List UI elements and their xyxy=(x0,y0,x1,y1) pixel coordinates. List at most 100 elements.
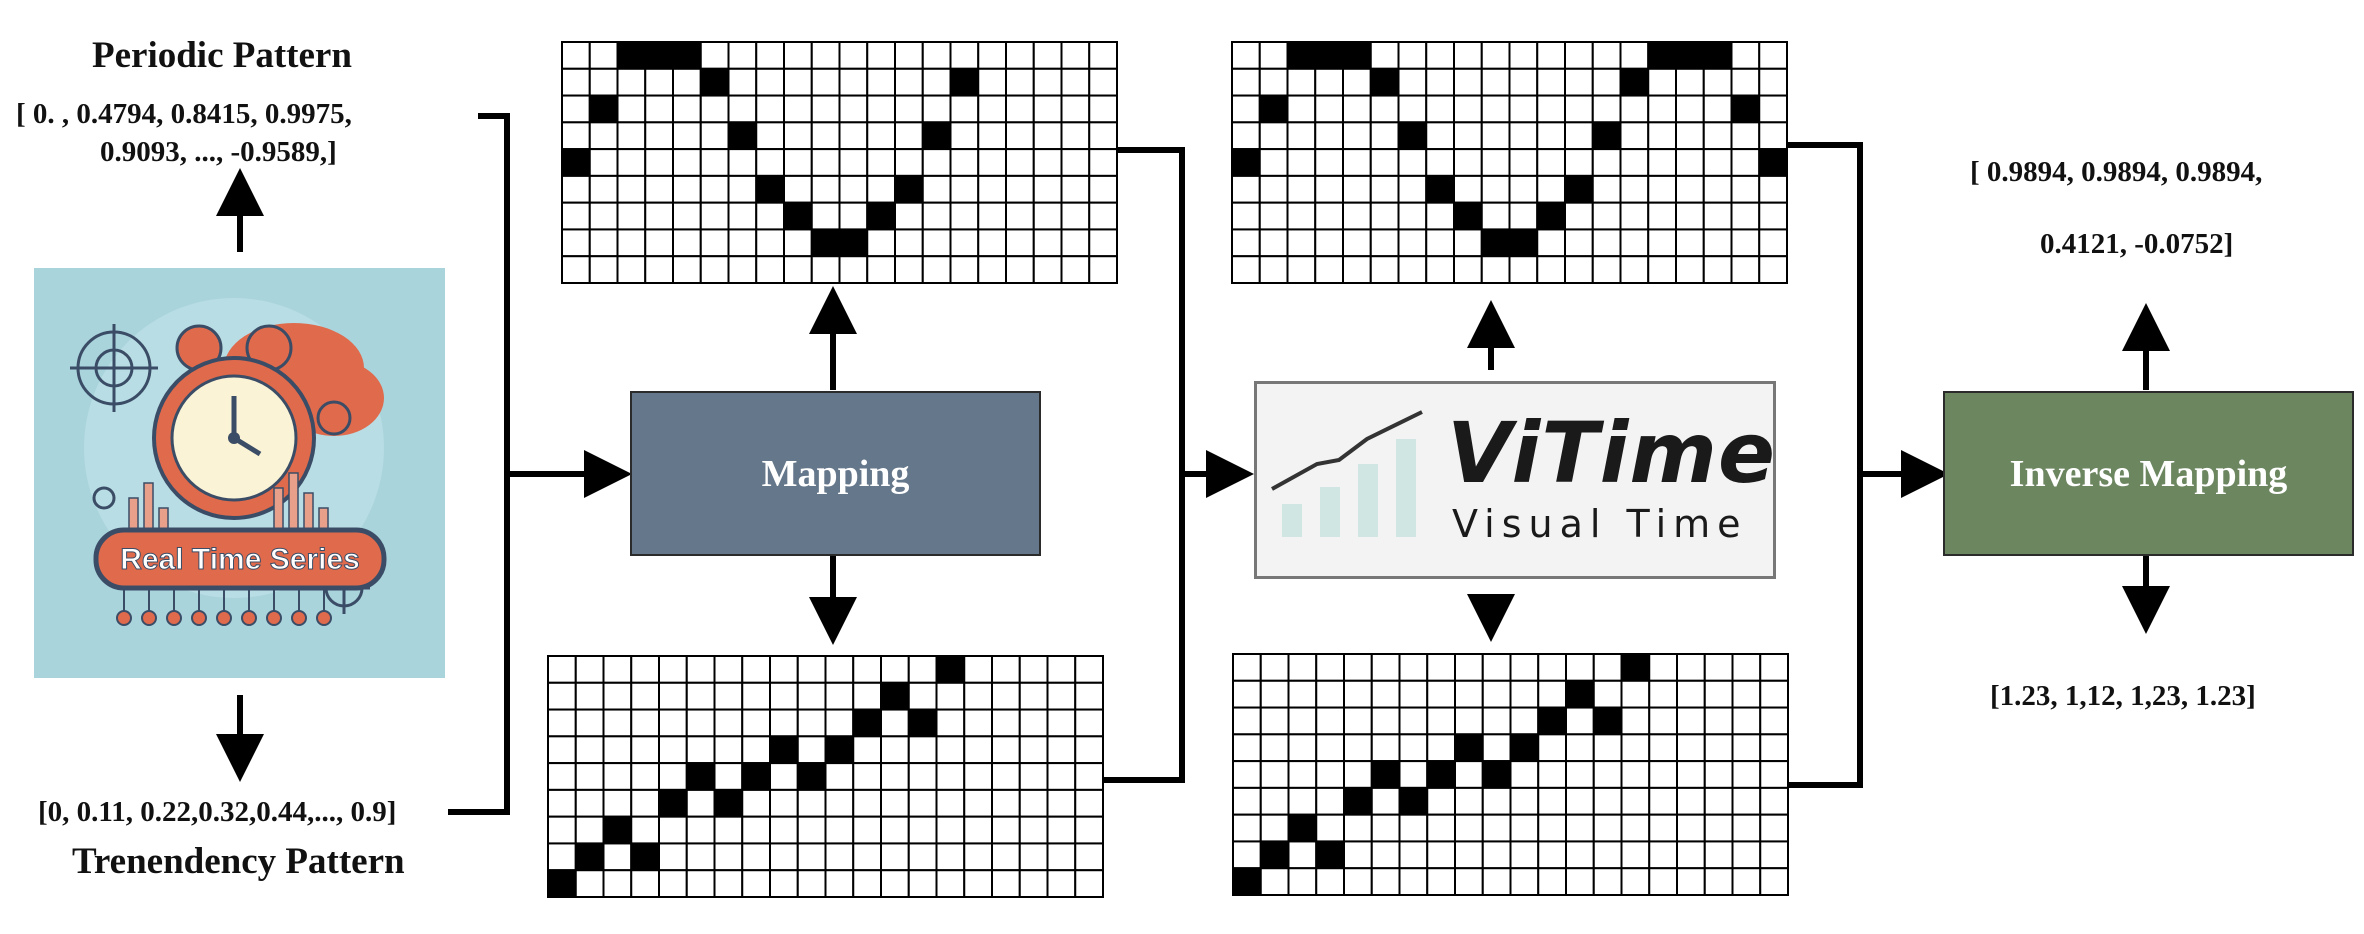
grid-cell xyxy=(1759,679,1789,709)
grid-cell xyxy=(1702,228,1733,258)
grid-cell xyxy=(1703,813,1734,843)
grid-cell xyxy=(1731,813,1762,843)
grid-cell xyxy=(1565,786,1595,816)
grid-cell xyxy=(1536,41,1566,70)
grid-cell xyxy=(769,842,799,872)
grid-cell xyxy=(1536,255,1566,285)
grid-cell xyxy=(1453,148,1483,177)
grid-cell-filled xyxy=(588,94,619,124)
grid-cell xyxy=(1060,255,1091,285)
grid-cell xyxy=(1018,681,1049,711)
grid-cell xyxy=(658,842,688,872)
grid-cell xyxy=(1231,94,1261,124)
grid-cell xyxy=(1032,201,1063,231)
grid-cell xyxy=(672,228,702,258)
grid-cell xyxy=(630,762,660,791)
grid-cell xyxy=(1537,840,1567,870)
grid-cell xyxy=(1287,706,1318,736)
grid-cell xyxy=(1453,94,1483,124)
grid-cell xyxy=(935,681,966,711)
grid-cell xyxy=(1426,706,1456,736)
grid-cell xyxy=(1565,706,1595,736)
grid-cell xyxy=(1397,148,1428,177)
grid-cell xyxy=(616,121,647,151)
grid-cell xyxy=(644,201,674,231)
grid-cell xyxy=(921,201,952,231)
grid-cell xyxy=(1314,201,1344,231)
grid-cell-filled xyxy=(1259,840,1290,870)
grid-cell xyxy=(880,762,910,791)
grid-cell xyxy=(907,681,938,711)
grid-cell xyxy=(1258,41,1289,70)
grid-cell-filled xyxy=(713,788,744,818)
grid-cell-filled xyxy=(907,708,938,738)
grid-cell-filled xyxy=(1370,760,1401,789)
grid-cell xyxy=(935,735,966,765)
grid-cell xyxy=(1397,67,1428,97)
grid-cell-filled xyxy=(1481,760,1512,789)
grid-cell-filled xyxy=(699,67,730,97)
grid-cell xyxy=(1564,94,1594,124)
vitime-logo-text: ViTime xyxy=(1447,404,1776,502)
grid-cell xyxy=(699,148,730,177)
grid-cell xyxy=(1032,121,1063,151)
grid-cell xyxy=(1759,733,1789,763)
grid-cell xyxy=(685,708,716,738)
grid-cell xyxy=(1398,733,1429,763)
grid-cell xyxy=(1676,840,1706,870)
grid-cell xyxy=(907,815,938,845)
grid-cell xyxy=(1060,201,1091,231)
grid-cell xyxy=(1287,867,1318,897)
grid-cell xyxy=(880,788,910,818)
grid-cell xyxy=(699,228,730,258)
grid-cell xyxy=(796,815,827,845)
grid-cell xyxy=(935,869,966,899)
grid-cell xyxy=(1342,174,1372,204)
grid-cell-filled xyxy=(1258,94,1289,124)
grid-cell xyxy=(1088,121,1118,151)
grid-cell xyxy=(561,41,591,70)
grid-cell xyxy=(616,201,647,231)
grid-cell xyxy=(963,708,993,738)
grid-cell xyxy=(894,148,924,177)
grid-cell xyxy=(907,788,938,818)
grid-cell xyxy=(602,735,633,765)
grid-cell xyxy=(907,735,938,765)
grid-cell xyxy=(1046,655,1077,684)
grid-cell xyxy=(1032,174,1063,204)
grid-cell xyxy=(866,228,896,258)
grid-cell xyxy=(1046,788,1077,818)
grid-cell xyxy=(1591,255,1622,285)
grid-cell xyxy=(630,681,660,711)
grid-cell xyxy=(1314,67,1344,97)
grid-cell xyxy=(1731,679,1762,709)
grid-cell xyxy=(616,255,647,285)
grid-cell-filled xyxy=(1398,786,1429,816)
grid-cell xyxy=(1702,67,1733,97)
grid-cell xyxy=(838,67,869,97)
grid-cell xyxy=(1592,786,1623,816)
grid-cell xyxy=(1258,228,1289,258)
grid-cell xyxy=(1592,867,1623,897)
grid-cell xyxy=(1032,94,1063,124)
grid-cell xyxy=(1565,733,1595,763)
grid-cell xyxy=(644,121,674,151)
grid-cell xyxy=(672,148,702,177)
grid-cell-filled xyxy=(852,708,882,738)
grid-cell xyxy=(1591,41,1622,70)
grid-cell xyxy=(1730,255,1761,285)
grid-cell xyxy=(1619,201,1650,231)
grid-cell xyxy=(644,67,674,97)
grid-cell xyxy=(1675,228,1705,258)
grid-cell-filled xyxy=(727,121,758,151)
grid-cell xyxy=(741,735,771,765)
grid-cell xyxy=(1703,840,1734,870)
grid-cell xyxy=(1703,786,1734,816)
grid-cell xyxy=(1425,67,1455,97)
grid-cell xyxy=(574,788,605,818)
grid-cell xyxy=(685,735,716,765)
grid-cell xyxy=(672,174,702,204)
grid-cell xyxy=(1425,41,1455,70)
grid-cell xyxy=(796,735,827,765)
grid-cell xyxy=(1232,733,1262,763)
